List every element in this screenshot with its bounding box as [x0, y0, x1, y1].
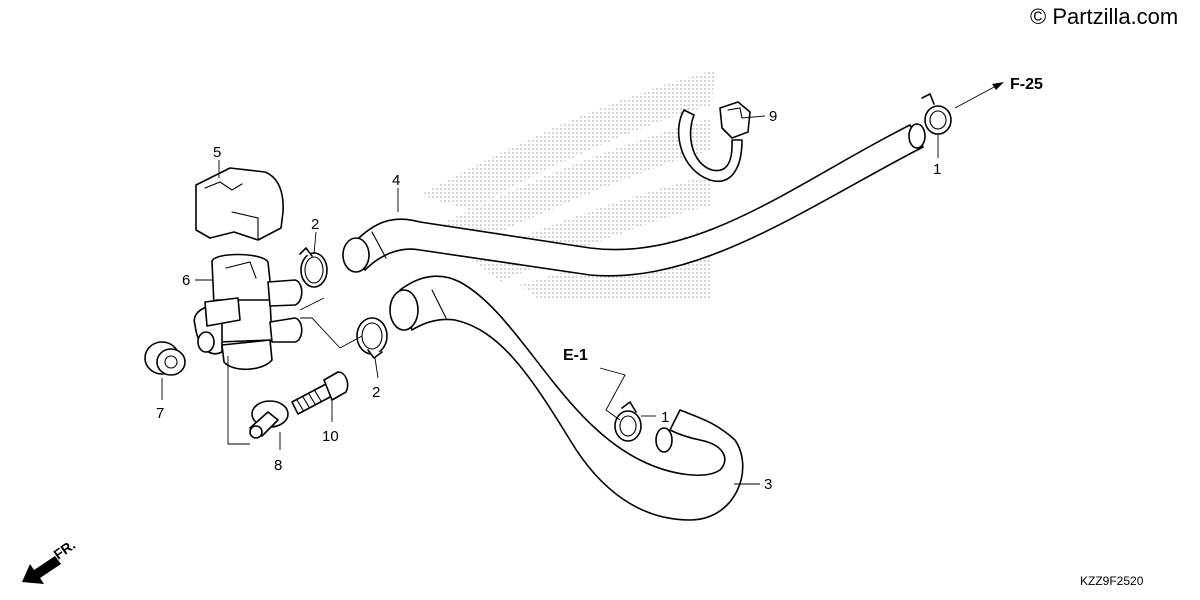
- callout-10[interactable]: 10: [322, 428, 339, 445]
- watermark-text: © Partzilla.com: [1030, 4, 1178, 29]
- callout-3[interactable]: 3: [764, 476, 772, 493]
- diagram-code: KZZ9F2520: [1080, 574, 1144, 588]
- part-3-lower-hose: [389, 275, 744, 521]
- callout-9[interactable]: 9: [769, 108, 777, 125]
- part-4-upper-hose: [342, 123, 926, 277]
- reference-f25[interactable]: F-25: [1010, 76, 1043, 93]
- callout-7[interactable]: 7: [156, 405, 164, 422]
- callout-2-upper[interactable]: 2: [311, 216, 319, 233]
- part-2-clip-lower: [356, 317, 388, 359]
- callout-6[interactable]: 6: [182, 272, 190, 289]
- callout-4[interactable]: 4: [392, 172, 400, 189]
- callout-1-upper[interactable]: 1: [933, 161, 941, 178]
- part-5-cap: [195, 167, 284, 241]
- callout-8[interactable]: 8: [274, 457, 282, 474]
- part-6-valve-body: [193, 253, 303, 371]
- callout-5[interactable]: 5: [213, 144, 221, 161]
- part-1-clip-lower: [614, 401, 642, 442]
- part-2-clip-upper: [299, 247, 328, 288]
- f25-arrow: [954, 82, 1004, 109]
- part-10-bolt: [291, 371, 349, 415]
- part-9-band: [677, 101, 751, 182]
- part-7-grommet: [144, 341, 186, 376]
- callout-1-lower[interactable]: 1: [661, 409, 669, 426]
- reference-e1[interactable]: E-1: [563, 347, 588, 364]
- leader-lines: [161, 115, 939, 485]
- front-arrow-icon: [22, 556, 61, 584]
- part-8-collar: [249, 400, 289, 439]
- part-1-clip-upper: [921, 93, 952, 135]
- callout-2-lower[interactable]: 2: [372, 384, 380, 401]
